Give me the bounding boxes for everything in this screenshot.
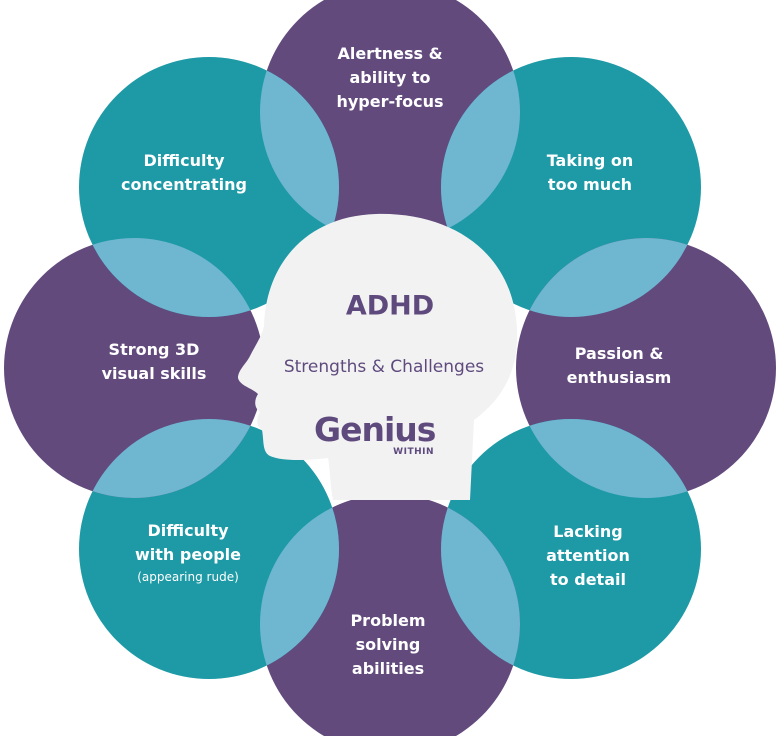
petal-label-line: Difficulty [147, 521, 229, 540]
head-silhouette [238, 213, 518, 501]
petal-label-line: visual skills [101, 364, 207, 383]
logo-word: Genius [314, 410, 436, 449]
petal-label-6: Difficulty with people (appearing rude) [98, 519, 278, 587]
petal-label-line: solving [355, 635, 421, 654]
petal-overlap-8 [260, 57, 339, 242]
petal-label-line: with people [135, 545, 241, 564]
petal-label-8: Difficulty concentrating [94, 149, 274, 197]
center-title: ADHD [345, 290, 435, 322]
petal-label-4: Lacking attention to detail [498, 520, 678, 592]
petal-overlap-6 [79, 419, 264, 498]
petal-overlap-4 [441, 494, 520, 679]
petal-label-line: Lacking [553, 522, 623, 541]
petal-label-line: Strong 3D [108, 340, 200, 359]
petal-label-1: Alertness & ability to hyper-focus [300, 42, 480, 114]
petal-label-line: Difficulty [143, 151, 225, 170]
petal-label-line: Taking on [546, 151, 634, 170]
petal-label-line: concentrating [121, 175, 247, 194]
petal-label-line: Alertness & [337, 44, 443, 63]
petal-label-line: attention [546, 546, 630, 565]
petal-label-5: Problem solving abilities [298, 609, 478, 681]
petal-label-line: abilities [351, 659, 425, 678]
petal-overlap-3 [516, 419, 701, 498]
petal-label-2: Taking on too much [500, 149, 680, 197]
petal-overlap-5 [260, 494, 339, 679]
petal-overlap-2 [516, 238, 701, 317]
petal-label-line: Problem [350, 611, 426, 630]
petal-label-line: to detail [550, 570, 626, 589]
petal-label-line: Passion & [574, 344, 664, 363]
petal-label-line: enthusiasm [566, 368, 672, 387]
logo-sub: WITHIN [393, 447, 434, 457]
petal-label-3: Passion & enthusiasm [529, 342, 709, 390]
petal-label-note: (appearing rude) [137, 570, 239, 584]
petal-label-line: too much [547, 175, 633, 194]
petal-overlaps [79, 57, 701, 679]
petal-label-7: Strong 3D visual skills [64, 338, 244, 386]
petal-label-line: ability to [349, 68, 431, 87]
petal-overlap-1 [441, 57, 520, 242]
center-subtitle: Strengths & Challenges [283, 357, 485, 377]
petal-label-line: hyper-focus [336, 92, 444, 111]
petal-overlap-7 [79, 238, 264, 317]
genius-within-logo: Genius WITHIN [314, 408, 438, 466]
